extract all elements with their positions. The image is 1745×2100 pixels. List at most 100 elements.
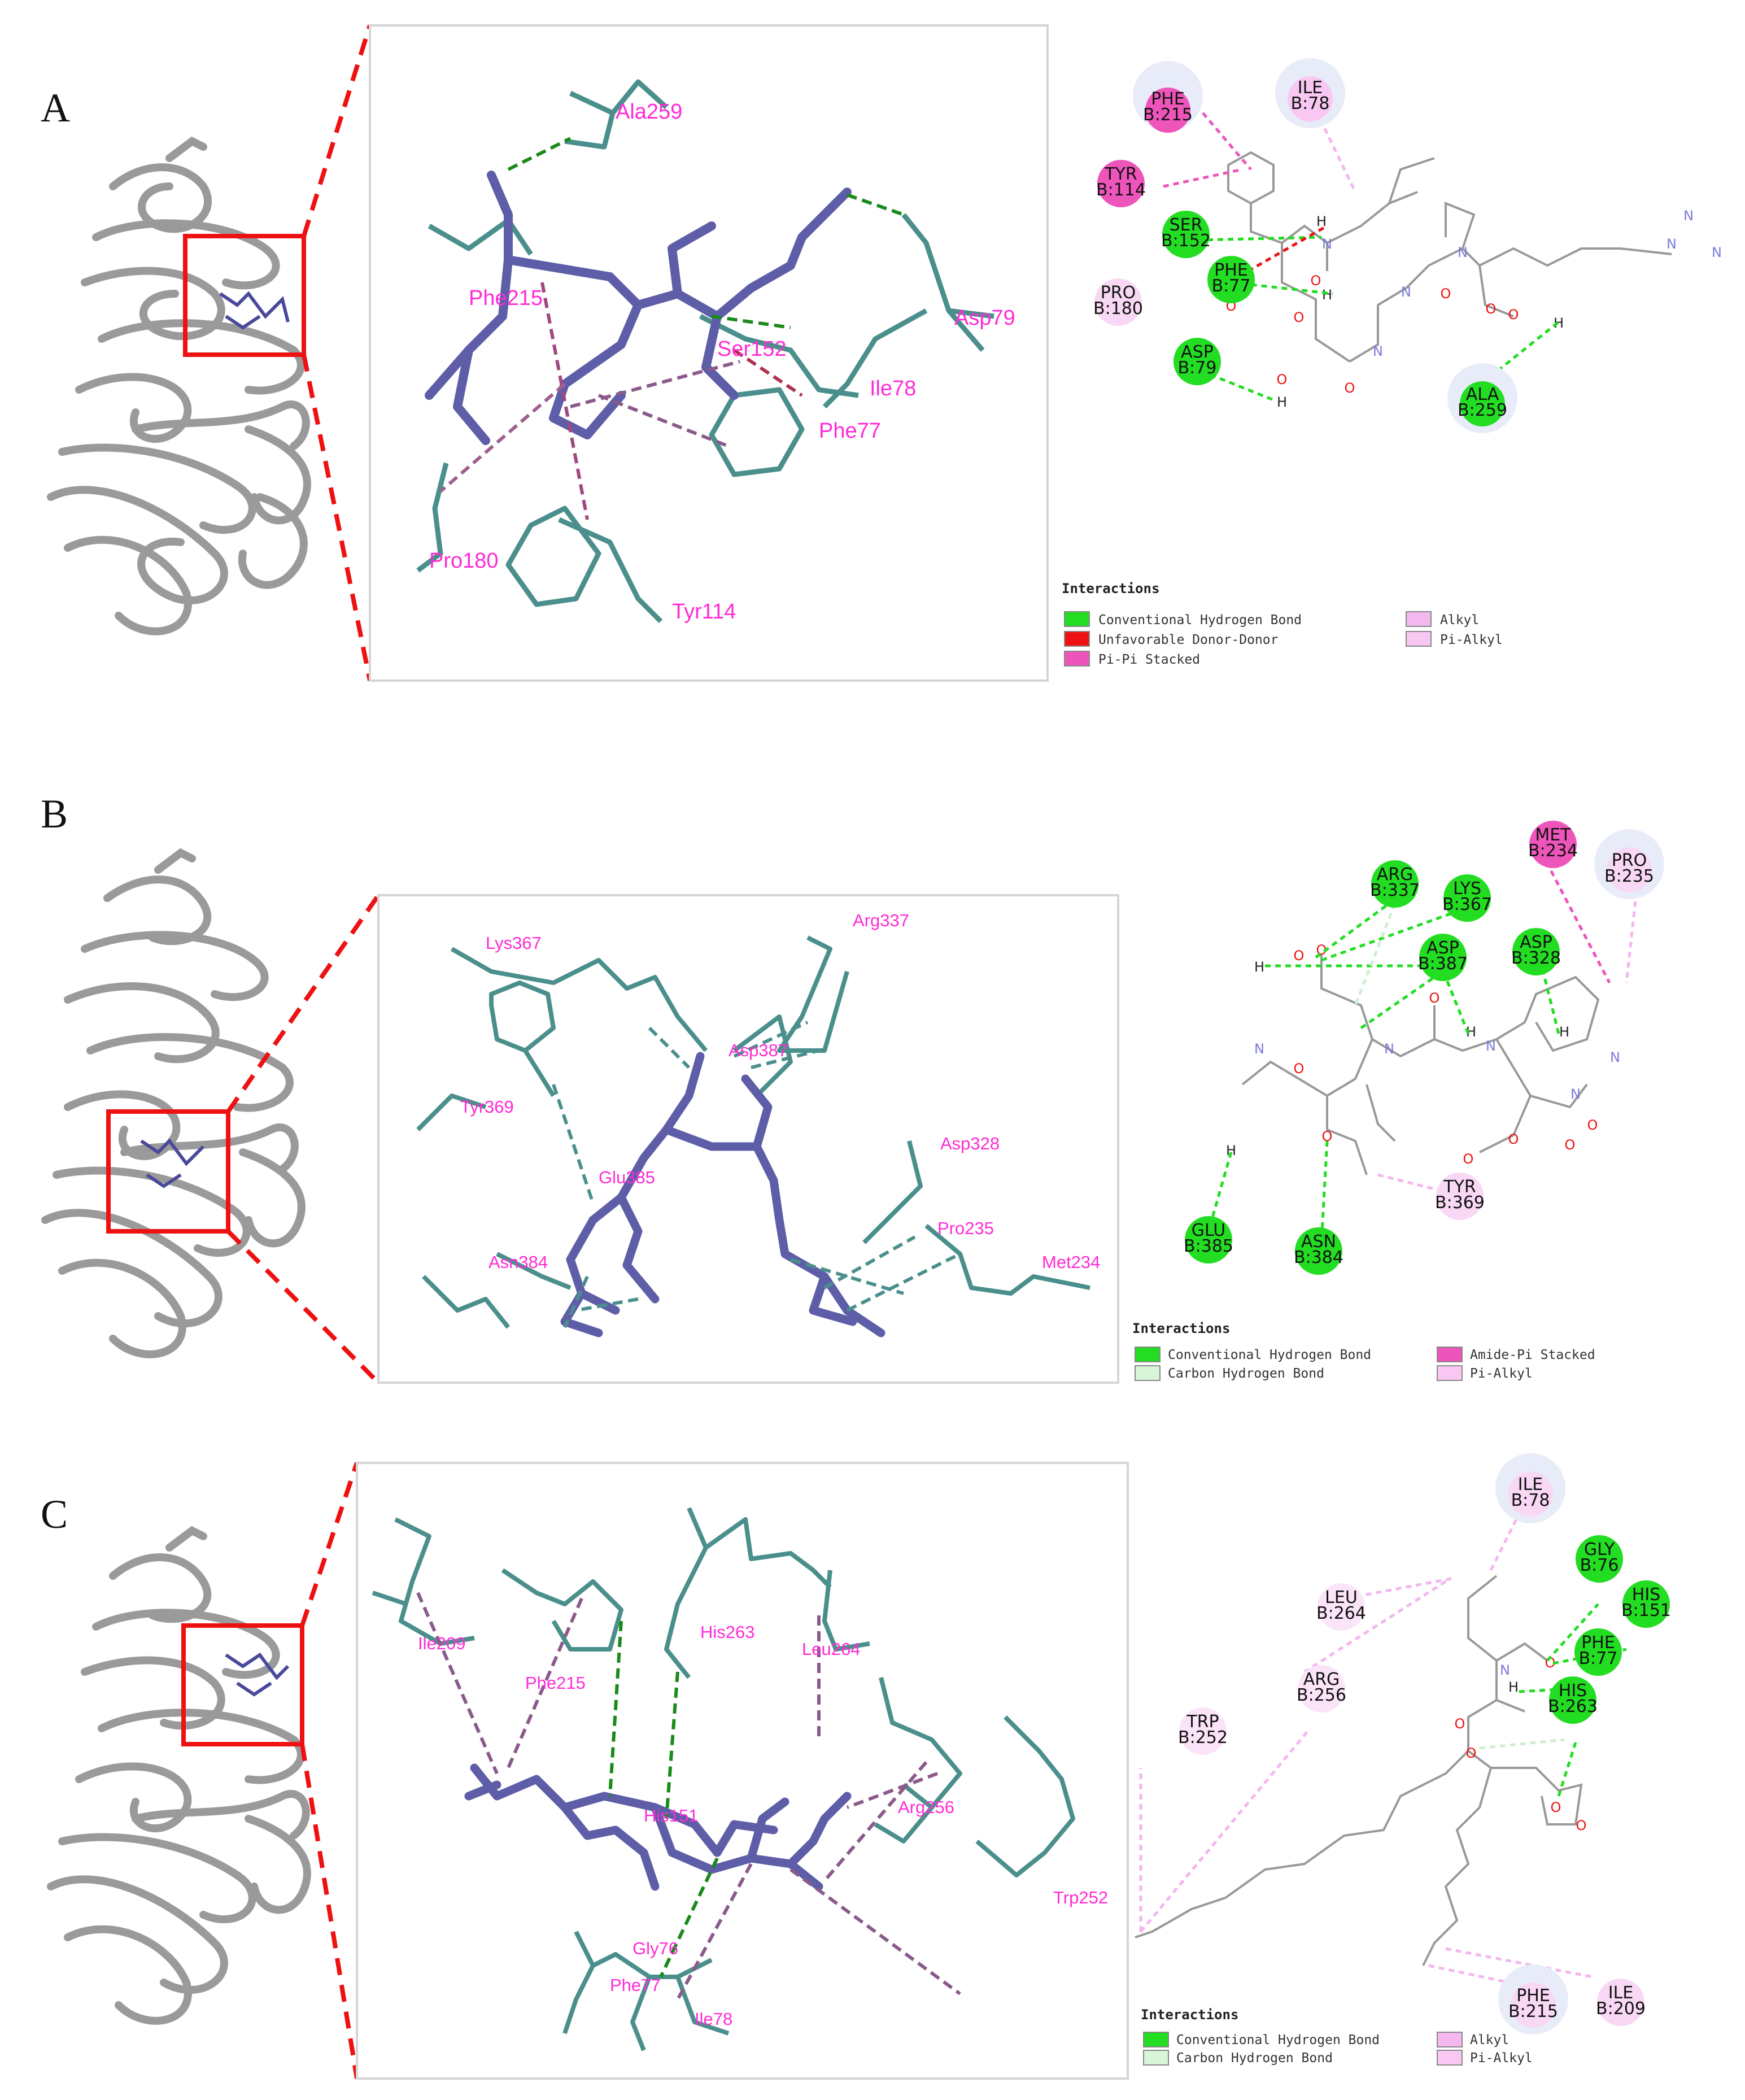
- svg-text:B:78: B:78: [1291, 94, 1330, 114]
- panel-a-label: A: [41, 85, 70, 130]
- residue-label-b-4: Tyr369: [460, 1097, 514, 1117]
- node-a-ser152: SER B:152: [1161, 211, 1211, 258]
- svg-text:HIS: HIS: [1632, 1585, 1660, 1605]
- svg-text:H: H: [1226, 1143, 1236, 1158]
- svg-text:GLY: GLY: [1584, 1540, 1615, 1559]
- svg-text:ILE: ILE: [1298, 78, 1323, 98]
- residue-label-c-4: Leu264: [802, 1639, 860, 1659]
- node-b-pro235: PRO B:235: [1594, 829, 1664, 899]
- svg-text:N: N: [1401, 284, 1411, 300]
- svg-text:H: H: [1559, 1024, 1569, 1040]
- svg-text:TYR: TYR: [1104, 164, 1137, 184]
- interaction-lines-b: [552, 1021, 961, 1328]
- residue-label-a-4: Asp79: [954, 306, 1015, 330]
- residue-label-a-5: Ile78: [870, 377, 916, 400]
- ligand-2d-b: [1241, 955, 1600, 1175]
- residue-label-c-10: Ile78: [695, 2009, 732, 2029]
- ligand-2d-atoms-b: O O N N O O N N N O O O O O H H H H: [1226, 942, 1620, 1167]
- svg-text:MET: MET: [1535, 825, 1571, 845]
- node-b-met234: MET B:234: [1528, 821, 1578, 868]
- ligand-thumb-c: [225, 1652, 290, 1697]
- svg-text:B:252: B:252: [1178, 1728, 1228, 1748]
- svg-text:ASP: ASP: [1181, 342, 1214, 362]
- svg-text:B:215: B:215: [1508, 2002, 1558, 2021]
- svg-text:N: N: [1570, 1086, 1581, 1102]
- svg-text:B:79: B:79: [1178, 358, 1217, 378]
- svg-text:PHE: PHE: [1581, 1633, 1615, 1653]
- svg-text:ASN: ASN: [1301, 1232, 1336, 1252]
- svg-text:N: N: [1384, 1041, 1394, 1057]
- residue-label-c-7: Trp252: [1053, 1888, 1108, 1907]
- node-c-ile78: ILE B:78: [1495, 1453, 1565, 1523]
- residue-label-c-2: His263: [700, 1622, 755, 1642]
- legend-a-title: Interactions: [1062, 581, 1159, 596]
- ligand-2d-atoms-a: N O N N O N O O O O O O N N N H H H H: [1226, 208, 1722, 410]
- svg-text:N: N: [1322, 236, 1332, 252]
- svg-text:H: H: [1466, 1024, 1476, 1040]
- node-c-phe215: PHE B:215: [1498, 1964, 1568, 2034]
- panel-b-graphic: Lys367 Arg337 Asp387 Tyr369 Asp328 Glu38…: [41, 821, 1664, 1384]
- svg-text:O: O: [1311, 273, 1321, 289]
- panel-b-label: B: [41, 791, 68, 836]
- zoom-connector-top-a: [302, 24, 372, 237]
- legend-a-item-1: Conventional Hydrogen Bond: [1098, 613, 1302, 628]
- zoom-connector-top-b: [226, 894, 381, 1113]
- svg-text:B:367: B:367: [1442, 895, 1492, 914]
- residue-label-a-3: Ser152: [717, 337, 787, 361]
- protein-ribbon-c: [47, 1526, 311, 2025]
- zoom-selection-box-a: [183, 234, 306, 357]
- svg-text:H: H: [1554, 315, 1564, 331]
- panel-b: B: [0, 734, 1745, 1412]
- zoom-selection-box-b: [106, 1109, 230, 1234]
- panel-c-graphic: Ile209 His263 Phe215 Leu264 His151 Arg25…: [47, 1453, 1671, 2080]
- svg-text:N: N: [1458, 245, 1468, 260]
- svg-text:O: O: [1587, 1117, 1598, 1133]
- residue-label-a-6: Phe77: [819, 419, 881, 443]
- zoom-connector-bottom-a: [302, 354, 372, 681]
- svg-text:B:234: B:234: [1528, 841, 1578, 861]
- svg-text:B:215: B:215: [1143, 105, 1193, 125]
- residue-label-b-8: Asn384: [488, 1252, 548, 1272]
- svg-text:O: O: [1565, 1137, 1576, 1153]
- residue-label-b-2: Arg337: [853, 910, 909, 930]
- legend-b-item-4: Pi-Alkyl: [1470, 1366, 1533, 1381]
- legend-b: Interactions Conventional Hydrogen Bond …: [1132, 1321, 1595, 1381]
- node-b-asp387: ASP B:387: [1418, 934, 1468, 981]
- svg-text:GLU: GLU: [1192, 1221, 1225, 1240]
- node-a-asp79: ASP B:79: [1173, 338, 1221, 385]
- legend-a-item-3: Pi-Pi Stacked: [1098, 652, 1200, 667]
- ligand-2d-c: [1135, 1575, 1583, 1966]
- svg-text:N: N: [1712, 245, 1722, 260]
- svg-text:HIS: HIS: [1559, 1681, 1587, 1701]
- interaction-dashes-2d-a: [1163, 109, 1560, 403]
- legend-c-title: Interactions: [1141, 2007, 1238, 2023]
- legend-b-title: Interactions: [1132, 1321, 1230, 1336]
- svg-text:O: O: [1466, 1745, 1477, 1761]
- residue-label-a-7: Pro180: [429, 549, 499, 573]
- residue-label-a-1: Ala259: [616, 100, 682, 124]
- svg-text:H: H: [1322, 287, 1332, 303]
- legend-b-item-3: Amide-Pi Stacked: [1470, 1348, 1595, 1362]
- protein-ribbon-b: [41, 848, 306, 1358]
- svg-text:B:385: B:385: [1184, 1236, 1233, 1256]
- node-a-pro180: PRO B:180: [1093, 278, 1143, 326]
- legend-c-item-3: Alkyl: [1470, 2033, 1509, 2047]
- svg-text:B:152: B:152: [1161, 231, 1211, 251]
- svg-text:PHE: PHE: [1151, 89, 1185, 109]
- svg-text:ARG: ARG: [1377, 865, 1414, 885]
- svg-text:O: O: [1486, 301, 1497, 317]
- residue-label-c-5: His151: [644, 1806, 699, 1825]
- node-b-glu385: GLU B:385: [1184, 1216, 1233, 1264]
- svg-text:ARG: ARG: [1303, 1670, 1340, 1689]
- svg-text:B:235: B:235: [1604, 866, 1654, 886]
- node-c-phe77: PHE B:77: [1574, 1628, 1622, 1676]
- legend-a-item-5: Pi-Alkyl: [1440, 633, 1503, 647]
- svg-text:ASP: ASP: [1426, 938, 1459, 958]
- ligand-sticks-b: [560, 1052, 885, 1337]
- legend-b-item-1: Conventional Hydrogen Bond: [1168, 1348, 1371, 1362]
- interaction-dashes-2d-b: [1207, 852, 1639, 1243]
- svg-text:H: H: [1277, 394, 1287, 410]
- node-c-ile209: ILE B:209: [1596, 1979, 1646, 2026]
- residue-label-b-6: Glu385: [599, 1167, 655, 1187]
- ligand-sticks-a: [425, 171, 852, 445]
